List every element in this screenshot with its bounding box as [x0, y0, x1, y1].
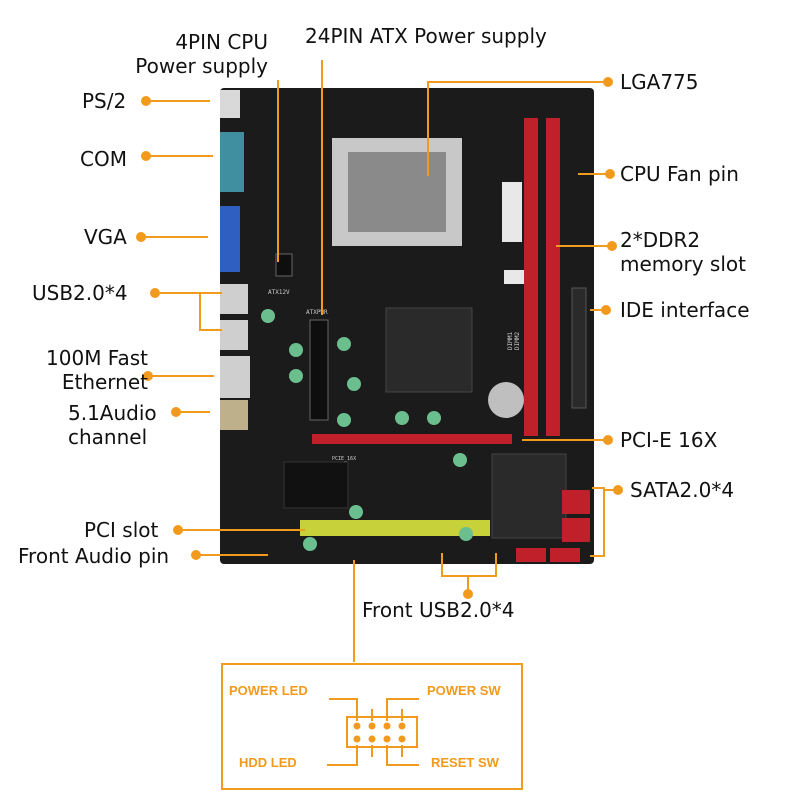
label-vga: VGA: [84, 225, 127, 249]
label-cpu4pin-line2: Power supply: [135, 54, 268, 78]
pin-line-power-sw: [386, 698, 419, 721]
pin-line-hdd-led: [327, 745, 358, 766]
pci-slot: [300, 520, 490, 536]
sata-port-4: [550, 548, 580, 562]
dot-pcie: [603, 435, 613, 445]
label-ps2: PS/2: [82, 89, 127, 113]
dot-ide: [601, 305, 611, 315]
label-ddr: 2*DDR2 memory slot: [620, 228, 746, 276]
line-front-usb: [441, 553, 497, 577]
ide-connector: [571, 287, 587, 409]
label-front-usb: Front USB2.0*4: [362, 598, 515, 622]
dimm2-text: DIMM2: [514, 332, 521, 350]
label-ethernet-line2: Ethernet: [61, 370, 148, 394]
dot-vga: [136, 232, 146, 242]
board-sticker: [502, 182, 522, 242]
dot-sata: [613, 485, 623, 495]
label-audio-line2: channel: [68, 425, 148, 449]
front-panel-diagram: POWER LED POWER SW HDD LED RESET SW: [221, 663, 523, 790]
line-sata-bracket: [590, 487, 605, 557]
label-cpu4pin-line1: 4PIN CPU: [175, 30, 268, 54]
panel-power-led: POWER LED: [229, 683, 308, 698]
dimm1-slot: [524, 118, 538, 436]
label-cpu4pin: 4PIN CPU Power supply: [100, 30, 268, 78]
panel-hdd-led: HDD LED: [239, 755, 297, 770]
label-usb: USB2.0*4: [32, 281, 128, 305]
line-lga: [427, 81, 605, 176]
label-ddr-line2: memory slot: [620, 252, 746, 276]
label-cpu-fan: CPU Fan pin: [620, 162, 739, 186]
panel-reset-sw: RESET SW: [431, 755, 499, 770]
pin-grid: [353, 722, 406, 743]
pcie-slot: [312, 434, 512, 444]
io-chip: [283, 461, 349, 509]
dot-ddr: [607, 241, 617, 251]
atxpwr-text: ATXPWR: [306, 309, 328, 316]
sata-port-1: [562, 490, 590, 514]
label-ethernet-line1: 100M Fast: [46, 346, 148, 370]
dot-front-audio: [191, 550, 201, 560]
dot-usb: [150, 288, 160, 298]
label-sata: SATA2.0*4: [630, 478, 735, 502]
capacitors: [261, 309, 473, 551]
label-audio-line1: 5.1Audio: [68, 401, 157, 425]
cpu-4pin-connector: [275, 253, 293, 277]
pcie-slot-text: PCIE_16X: [332, 456, 356, 462]
atx12v-text: ATX12V: [268, 289, 290, 296]
label-com: COM: [80, 147, 127, 171]
label-atx24: 24PIN ATX Power supply: [305, 24, 547, 48]
label-pcie: PCI-E 16X: [620, 428, 718, 452]
label-audio: 5.1Audio channel: [68, 401, 157, 449]
label-front-audio: Front Audio pin: [18, 544, 170, 568]
label-ddr-line1: 2*DDR2: [620, 228, 701, 252]
northbridge-heatsink: [385, 307, 473, 393]
label-pci: PCI slot: [84, 518, 159, 542]
dimm1-text: DIMM1: [507, 332, 514, 350]
atx-24pin-connector: [309, 319, 329, 421]
pin-line-power-led: [329, 698, 358, 721]
pin-line-reset-sw: [386, 745, 419, 766]
sata-port-3: [516, 548, 546, 562]
pin-header-outline: [346, 716, 418, 748]
dot-front-usb: [463, 589, 473, 599]
cmos-battery: [488, 382, 524, 418]
label-lga: LGA775: [620, 70, 699, 94]
dot-pci: [173, 525, 183, 535]
dot-ethernet: [143, 371, 153, 381]
line-usb-lower: [160, 292, 222, 331]
dot-cpu-fan: [605, 169, 615, 179]
dot-lga: [603, 77, 613, 87]
sata-port-2: [562, 518, 590, 542]
southbridge-heatsink: [491, 453, 567, 539]
dot-audio: [171, 407, 181, 417]
board-label: [504, 270, 524, 284]
dimm2-slot: [546, 118, 560, 436]
cpu-socket-pins: [348, 152, 446, 232]
panel-power-sw: POWER SW: [427, 683, 501, 698]
front-panel-pins: [327, 698, 419, 766]
dot-ps2: [141, 96, 151, 106]
label-ethernet: 100M Fast Ethernet: [20, 346, 148, 394]
label-ide: IDE interface: [620, 298, 750, 322]
dot-com: [141, 151, 151, 161]
